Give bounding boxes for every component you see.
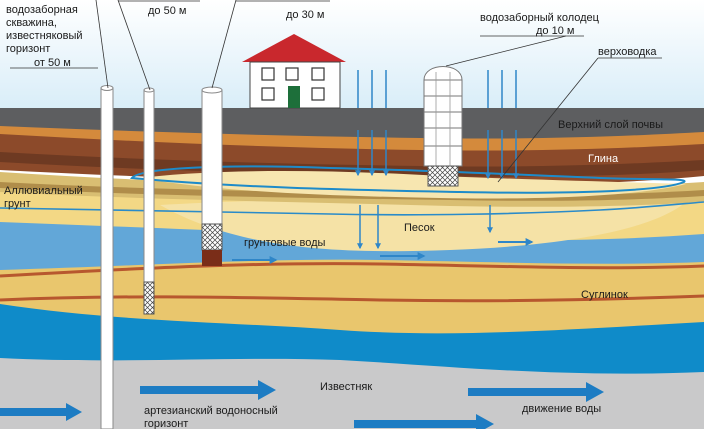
dug-well-shaft	[423, 79, 463, 167]
sand-label: Песок	[404, 222, 435, 234]
well-30m-base	[202, 250, 222, 266]
well-30m-depth-label: до 30 м	[286, 9, 325, 21]
house-roof	[242, 34, 346, 62]
limestone-well-pipe	[100, 87, 114, 429]
limestone-well-top	[100, 85, 114, 91]
well-50m	[143, 87, 155, 315]
artesian-arrow	[468, 382, 604, 402]
house-door	[288, 86, 300, 108]
clay-label: Глина	[588, 153, 619, 165]
artesian-flow-arrows	[0, 380, 604, 429]
leader-50m-well	[117, 0, 151, 91]
perched-water-line	[130, 165, 686, 194]
house	[242, 34, 346, 109]
leader-limestone-well	[95, 0, 109, 89]
groundwater-flow-arrows	[232, 238, 534, 264]
artesian-arrow	[140, 380, 276, 400]
groundwater-label: грунтовые воды	[244, 237, 326, 249]
dug-well-filter	[427, 165, 459, 187]
well-30m-filter	[201, 223, 223, 251]
loam-label: Суглинок	[581, 289, 628, 301]
clay-dark-band	[0, 152, 704, 177]
infiltration-arrows	[355, 70, 519, 250]
loam-stripe-2	[0, 294, 704, 303]
well-30m-pipe	[201, 89, 223, 225]
artesian-arrow	[354, 414, 494, 429]
limestone-well-label: водозаборная скважина, известняковый гор…	[6, 4, 83, 55]
perched-water-label: верховодка	[598, 46, 657, 58]
loam-layer	[0, 257, 704, 334]
house-window-4	[261, 87, 275, 101]
well-50m-filter	[143, 281, 155, 315]
leader-lines	[10, 0, 662, 183]
topsoil-layer	[0, 108, 704, 139]
sky	[0, 0, 704, 110]
leader-dug-well	[445, 35, 567, 67]
leader-30m-well	[211, 0, 237, 89]
house-window-2	[285, 67, 299, 81]
topsoil-label: Верхний слой почвы	[558, 119, 664, 131]
water-flow-label: движение воды	[522, 403, 602, 415]
limestone-well	[100, 85, 114, 429]
leader-perched	[497, 57, 599, 183]
dug-well-label: водозаборный колодец	[480, 12, 599, 24]
limestone-label: Известняк	[320, 381, 373, 393]
house-window-5	[311, 87, 325, 101]
dug-well	[423, 66, 463, 187]
artesian-arrow	[0, 403, 82, 421]
artesian-label: артезианский водоносный горизонт	[144, 405, 278, 429]
limestone-well-depth-label: от 50 м	[34, 57, 71, 69]
well-30m	[201, 86, 223, 266]
dug-well-depth-label: до 10 м	[536, 25, 575, 37]
loam-stripe	[0, 262, 704, 278]
well-50m-top	[143, 87, 155, 93]
dug-well-top	[423, 66, 463, 81]
house-window-3	[311, 67, 325, 81]
alluvial-label: Аллювиальный грунт	[4, 185, 83, 210]
well-50m-pipe	[143, 89, 155, 283]
house-window-1	[261, 67, 275, 81]
well-50m-depth-label: до 50 м	[148, 5, 187, 17]
